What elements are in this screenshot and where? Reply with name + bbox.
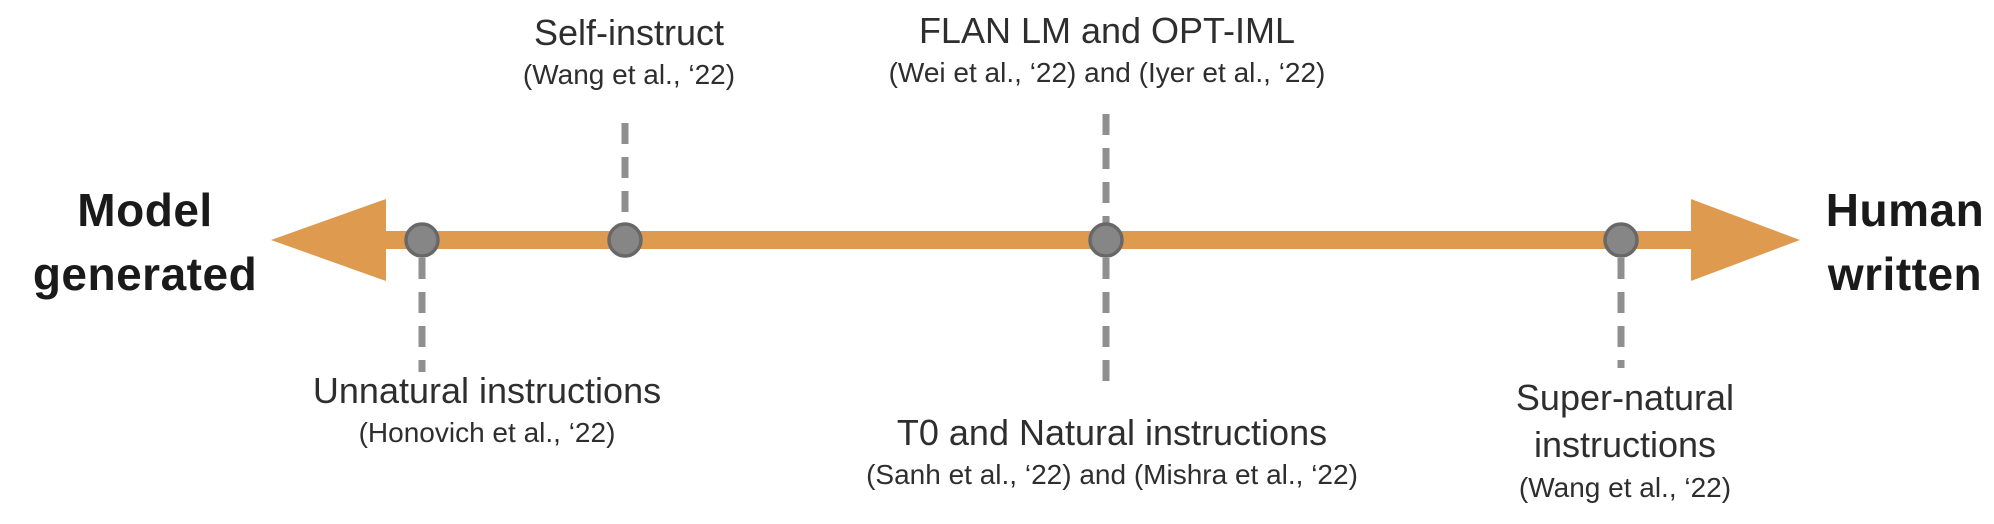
endpoint-model-generated: Model generated xyxy=(33,178,257,306)
label-unnatural-instructions: Unnatural instructions (Honovich et al.,… xyxy=(313,368,661,453)
arrowhead-right-icon xyxy=(1691,199,1800,281)
item-citation: (Wei et al., ‘22) and (Iyer et al., ‘22) xyxy=(888,57,1326,88)
axis-dot-flan-t0 xyxy=(1088,222,1124,258)
item-citation: (Sanh et al., ‘22) and (Mishra et al., ‘… xyxy=(866,459,1358,490)
endpoint-label-line: written xyxy=(1827,248,1983,300)
axis-dot-unnatural-instructions xyxy=(404,222,440,258)
label-self-instruct: Self-instruct (Wang et al., ‘22) xyxy=(523,10,735,95)
item-title: T0 and Natural instructions xyxy=(896,412,1328,453)
axis-dot-self-instruct xyxy=(607,222,643,258)
label-t0-and-natural-instructions: T0 and Natural instructions (Sanh et al.… xyxy=(866,410,1358,495)
label-flan-lm-and-opt-iml: FLAN LM and OPT-IML (Wei et al., ‘22) an… xyxy=(889,8,1326,93)
item-title: Self-instruct xyxy=(533,12,725,53)
endpoint-human-written: Human written xyxy=(1826,178,1984,306)
endpoint-label-line: Model xyxy=(77,184,213,236)
label-super-natural-instructions: Super-natural instructions (Wang et al.,… xyxy=(1500,374,1750,508)
item-citation: (Wang et al., ‘22) xyxy=(1518,472,1732,503)
item-citation: (Wang et al., ‘22) xyxy=(522,59,736,90)
arrowhead-left-icon xyxy=(271,199,386,281)
item-citation: (Honovich et al., ‘22) xyxy=(358,417,616,448)
endpoint-label-line: Human xyxy=(1825,184,1985,236)
endpoint-label-line: generated xyxy=(32,248,258,300)
item-title: Unnatural instructions xyxy=(312,370,662,411)
axis-dot-super-natural-instructions xyxy=(1603,222,1639,258)
item-title: Super-natural instructions xyxy=(1515,377,1735,465)
axis-shaft xyxy=(335,231,1700,249)
item-title: FLAN LM and OPT-IML xyxy=(918,10,1296,51)
